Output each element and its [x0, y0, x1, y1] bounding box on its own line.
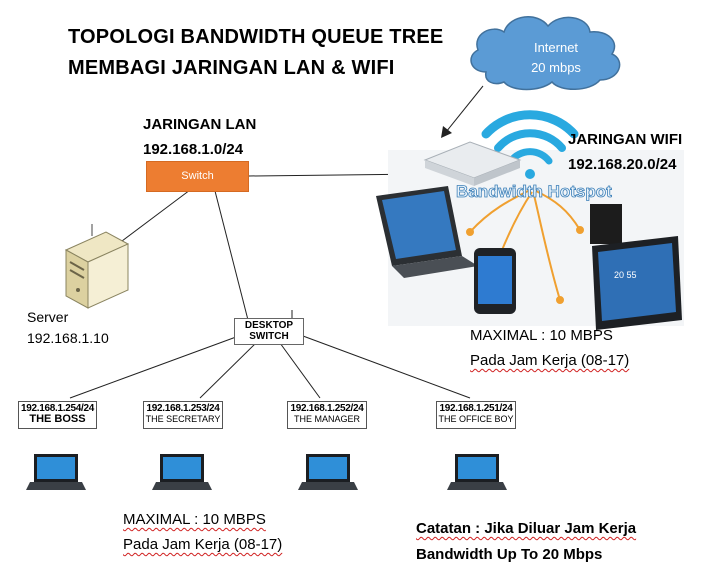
- host-ip: 192.168.1.254/24: [20, 403, 95, 414]
- cable-to-host-4: [302, 335, 471, 399]
- cable-switch-server: [109, 189, 191, 251]
- internet-cloud-label: Internet 20 mbps: [506, 38, 606, 78]
- wifi-label: JARINGAN WIFI: [568, 131, 683, 148]
- tablet-clock-label: 20 55: [614, 270, 637, 280]
- internet-label: Internet: [533, 40, 579, 55]
- desktop-switch-line-1: DESKTOP: [244, 320, 294, 331]
- wifi-policy: MAXIMAL : 10 MBPS Pada Jam Kerja (08-17): [470, 323, 629, 373]
- host-laptop-icon: [26, 454, 86, 490]
- wifi-laptop-icon: [376, 186, 478, 278]
- note-line-1: Catatan : Jika Diluar Jam Kerja: [416, 520, 637, 537]
- host-laptop-icon: [152, 454, 212, 490]
- lan-label-block: JARINGAN LAN 192.168.1.0/24: [143, 112, 256, 162]
- wifi-label-block: JARINGAN WIFI 192.168.20.0/24: [568, 127, 682, 177]
- host-laptop-icon: [447, 454, 507, 490]
- router-icon: [423, 141, 522, 186]
- title-line-1: TOPOLOGI BANDWIDTH QUEUE TREE: [68, 26, 444, 48]
- internet-speed: 20 mbps: [531, 60, 581, 75]
- wifi-icon: [481, 110, 579, 179]
- cable-switch-desktop-switch: [214, 190, 249, 321]
- host-label-office-boy: 192.168.1.251/24 THE OFFICE BOY: [436, 401, 516, 429]
- wifi-scene: [376, 110, 684, 330]
- host-name: THE OFFICE BOY: [438, 414, 514, 424]
- cloud-icon: [470, 16, 621, 91]
- title-line-2: MEMBAGI JARINGAN LAN & WIFI: [68, 57, 395, 79]
- host-laptop-icon: [298, 454, 358, 490]
- hotspot-label: Bandwidth Hotspot: [456, 182, 612, 201]
- server-label: Server: [27, 309, 69, 325]
- wifi-phone-icon: [474, 248, 516, 314]
- server-icon: [64, 224, 130, 309]
- wifi-hours: Pada Jam Kerja (08-17): [470, 352, 630, 369]
- host-label-manager: 192.168.1.252/24 THE MANAGER: [287, 401, 367, 429]
- note-block: Catatan : Jika Diluar Jam Kerja Bandwidt…: [416, 516, 636, 568]
- host-ip: 192.168.1.251/24: [439, 403, 513, 414]
- lan-hours: Pada Jam Kerja (08-17): [123, 536, 283, 553]
- wifi-tablet-icon: [592, 236, 682, 330]
- cable-to-host-2: [199, 342, 257, 399]
- network-cables: [69, 173, 471, 399]
- host-name: THE BOSS: [29, 413, 86, 425]
- cable-to-host-3: [279, 342, 321, 399]
- note-line-2: Bandwidth Up To 20 Mbps: [416, 546, 603, 563]
- server-ip: 192.168.1.10: [27, 330, 109, 346]
- desktop-switch-line-2: SWITCH: [249, 331, 289, 342]
- wifi-device-icon: [590, 204, 622, 244]
- lan-subnet: 192.168.1.0/24: [143, 141, 244, 158]
- lan-limit: MAXIMAL : 10 MBPS: [123, 511, 266, 528]
- server-label-block: Server 192.168.1.10: [27, 307, 109, 349]
- diagram-title: TOPOLOGI BANDWIDTH QUEUE TREE MEMBAGI JA…: [68, 22, 443, 84]
- lan-policy: MAXIMAL : 10 MBPS Pada Jam Kerja (08-17): [123, 507, 282, 557]
- host-name: THE SECRETARY: [145, 414, 221, 424]
- host-ip: 192.168.1.252/24: [290, 403, 364, 414]
- lan-switch: Switch: [146, 161, 249, 192]
- lan-label: JARINGAN LAN: [143, 116, 257, 133]
- desktop-switch: DESKTOP SWITCH: [234, 318, 304, 345]
- host-label-boss: 192.168.1.254/24 THE BOSS: [18, 401, 97, 429]
- wifi-limit: MAXIMAL : 10 MBPS: [470, 327, 613, 344]
- host-label-secretary: 192.168.1.253/24 THE SECRETARY: [143, 401, 223, 429]
- host-name: THE MANAGER: [293, 414, 360, 424]
- host-ip: 192.168.1.253/24: [146, 403, 220, 414]
- wifi-links: [466, 189, 584, 304]
- wifi-subnet: 192.168.20.0/24: [568, 156, 677, 173]
- internet-arrow: [441, 85, 484, 138]
- cable-to-host-1: [69, 336, 237, 399]
